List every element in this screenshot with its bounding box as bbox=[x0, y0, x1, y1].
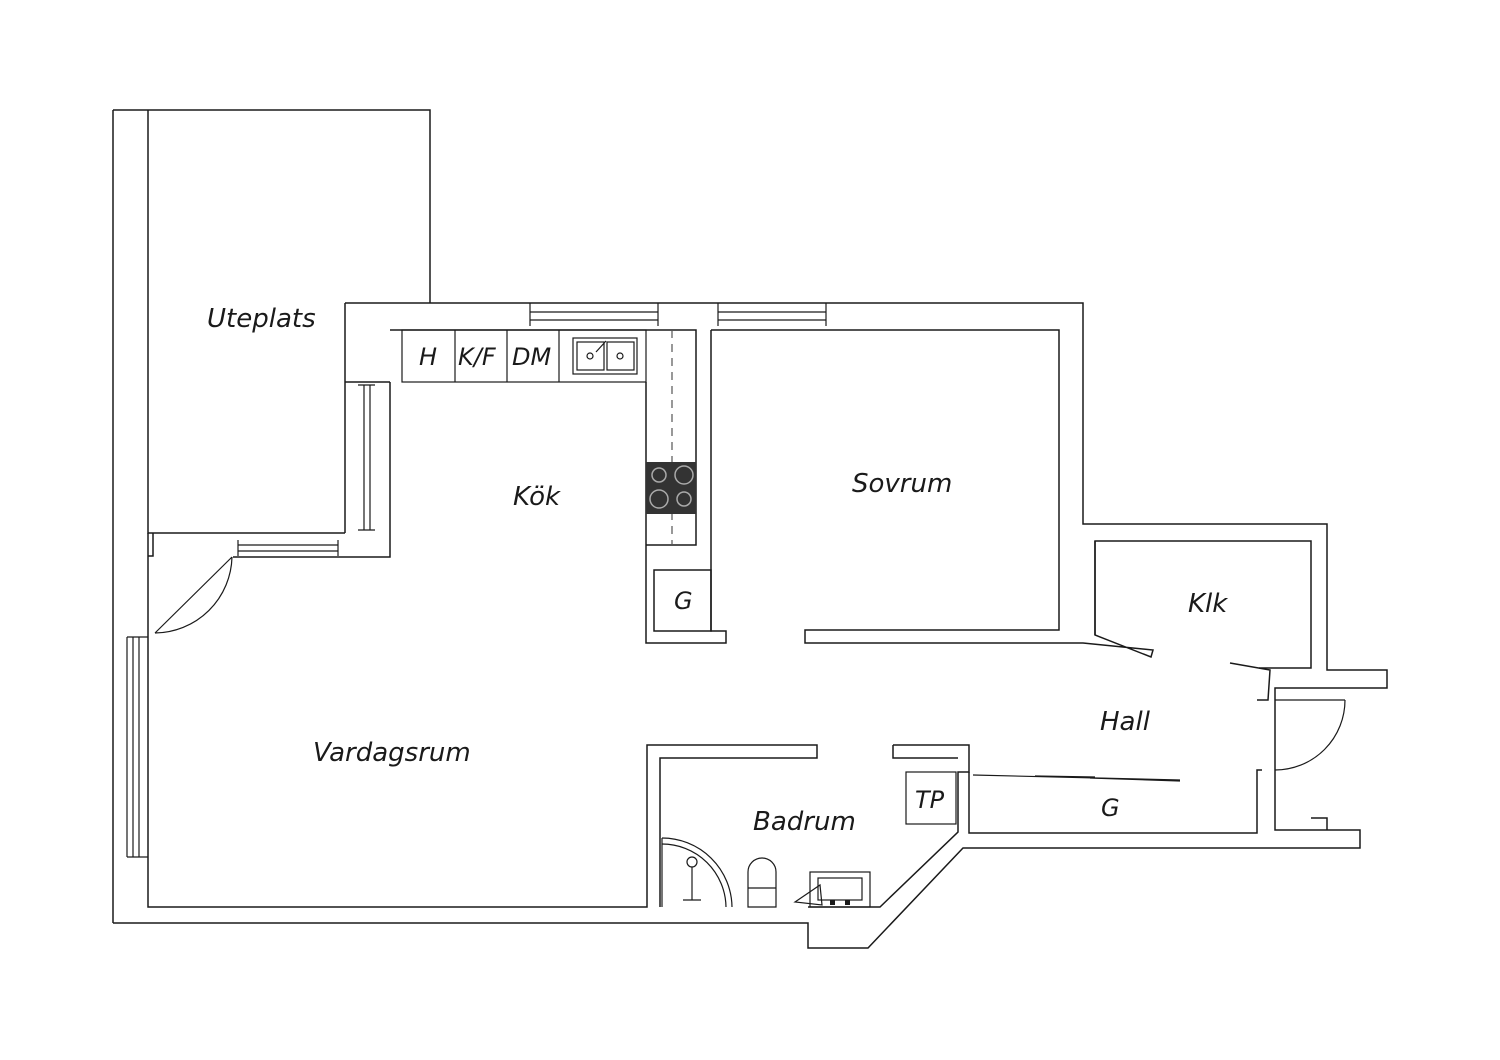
fixture-label-tp: TP bbox=[915, 786, 945, 814]
fixture-labels: H K/F DM G TP G bbox=[419, 343, 1120, 822]
window-living bbox=[126, 636, 148, 858]
stove-icon bbox=[646, 462, 696, 514]
door-entrance bbox=[1274, 699, 1346, 771]
room-label-vardagsrum: Vardagsrum bbox=[313, 738, 471, 768]
wardrobe-sliding-doors bbox=[972, 774, 1181, 782]
sink-icon bbox=[572, 337, 638, 375]
walls bbox=[113, 302, 1388, 949]
room-label-sovrum: Sovrum bbox=[852, 469, 952, 499]
fixture-label-g-hall: G bbox=[1101, 794, 1120, 822]
bathroom-fixtures bbox=[661, 771, 957, 908]
room-label-uteplats: Uteplats bbox=[207, 304, 316, 334]
room-label-kok: Kök bbox=[513, 482, 561, 512]
door-patio bbox=[154, 556, 233, 634]
kitchen-counter bbox=[401, 329, 696, 545]
room-label-badrum: Badrum bbox=[753, 807, 856, 837]
patio bbox=[112, 109, 431, 923]
window-patio bbox=[237, 540, 339, 556]
room-label-hall: Hall bbox=[1100, 707, 1151, 737]
fixture-label-g-kitchen: G bbox=[674, 587, 693, 615]
room-labels: Uteplats Kök Sovrum Klk Hall Vardagsrum … bbox=[207, 304, 1228, 837]
fixture-label-dm: DM bbox=[512, 343, 551, 371]
window-kitchen bbox=[529, 303, 659, 326]
room-label-klk: Klk bbox=[1188, 589, 1228, 619]
window-bedroom bbox=[717, 303, 827, 326]
fixture-label-kf: K/F bbox=[458, 343, 497, 371]
window-kitchen-side bbox=[358, 384, 375, 531]
fixture-label-h: H bbox=[419, 343, 437, 371]
toilet-icon bbox=[747, 857, 777, 908]
doors bbox=[154, 556, 1346, 782]
windows bbox=[126, 303, 827, 858]
shower-icon bbox=[661, 837, 733, 908]
washbasin-icon bbox=[793, 871, 871, 908]
